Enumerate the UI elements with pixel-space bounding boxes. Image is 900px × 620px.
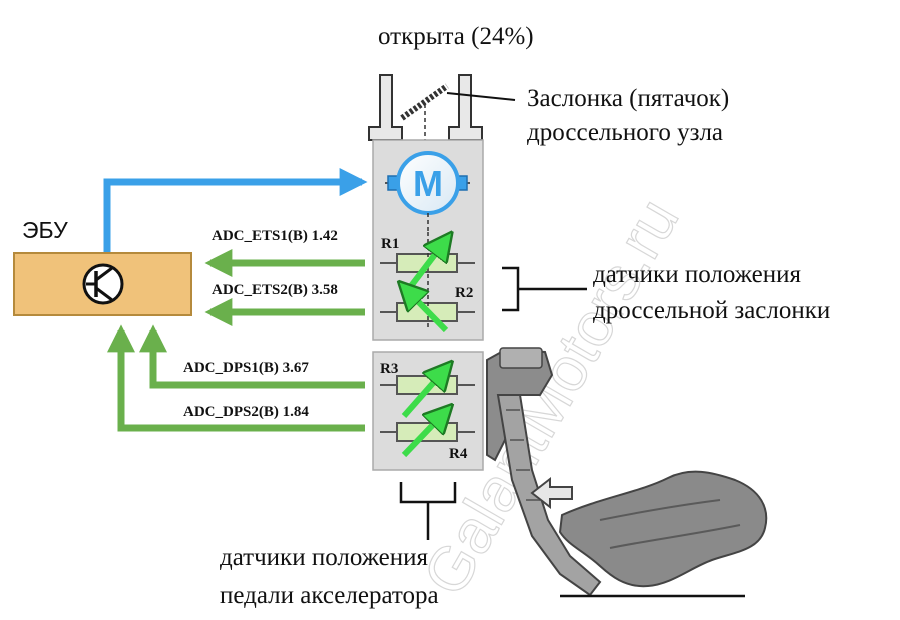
throttle-motor: M xyxy=(385,151,470,232)
signal-line-dps2 xyxy=(107,324,365,432)
signal-line-dps1 xyxy=(139,324,365,389)
resistor-r3-label: R3 xyxy=(380,361,398,377)
motor-control-line xyxy=(103,168,368,252)
signal-ets1-label: ADC_ETS1(В) 1.42 xyxy=(212,228,338,244)
throttle-plate-label-line2: дроссельного узла xyxy=(527,119,723,146)
ecu-unit: ЭБУ xyxy=(13,217,192,316)
wiper-r2-icon xyxy=(402,285,449,333)
pps-label-line1: датчики положения xyxy=(220,544,429,571)
foot-icon xyxy=(558,470,768,588)
ecu-label: ЭБУ xyxy=(22,217,68,243)
wiper-r3-icon xyxy=(401,365,449,418)
resistor-r1-label: R1 xyxy=(381,236,399,252)
sensor-signal-lines xyxy=(107,249,365,432)
tps-bracket xyxy=(502,266,587,312)
accelerator-pedal-icon xyxy=(486,347,745,598)
signal-dps2-label: ADC_DPS2(В) 1.84 xyxy=(183,404,309,420)
tps-label-line2: дроссельной заслонки xyxy=(593,297,830,324)
throttle-plate xyxy=(400,83,516,140)
signal-dps1-label: ADC_DPS1(В) 3.67 xyxy=(183,360,309,376)
tps-label-line1: датчики положения xyxy=(593,261,802,288)
throttle-state-label: открыта (24%) xyxy=(378,23,534,50)
resistor-r2-label: R2 xyxy=(455,285,473,301)
throttle-plate-label-line1: Заслонка (пятачок) xyxy=(527,85,729,112)
resistor-r4-label: R4 xyxy=(449,446,468,462)
pps-resistors: R3 R4 xyxy=(380,361,475,462)
pps-bracket xyxy=(399,482,457,540)
tps-resistors: R1 R2 xyxy=(380,232,475,333)
transistor-icon xyxy=(82,263,124,305)
signal-ets2-label: ADC_ETS2(В) 3.58 xyxy=(212,282,338,298)
motor-letter: M xyxy=(413,163,443,204)
pps-label-line2: педали акселератора xyxy=(220,582,439,609)
wiper-r4-icon xyxy=(401,408,449,458)
press-direction-arrow-icon xyxy=(530,476,573,510)
